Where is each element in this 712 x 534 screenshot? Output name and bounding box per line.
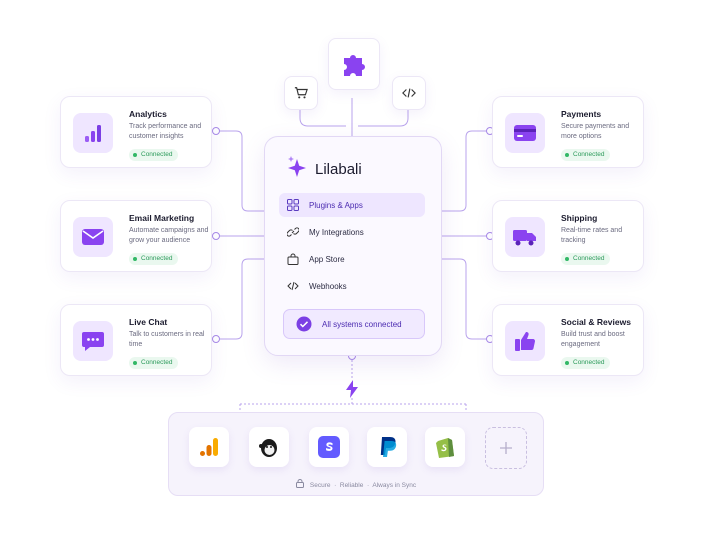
card-email-marketing[interactable]: Email Marketing Automate campaigns and g… xyxy=(60,200,212,272)
google-analytics-tile[interactable] xyxy=(189,427,229,467)
code-icon xyxy=(287,281,299,291)
lock-icon xyxy=(295,479,304,488)
bar-chart-icon xyxy=(73,113,113,153)
thumbs-up-icon xyxy=(505,321,545,361)
menu-item-label: App Store xyxy=(309,254,345,264)
menu-item-label: Webhooks xyxy=(309,281,347,291)
shopify-tile[interactable] xyxy=(425,427,465,467)
check-circle-icon xyxy=(296,316,312,332)
card-desc: Track performance and customer insights xyxy=(129,123,202,140)
menu-item-label: My Integrations xyxy=(309,227,364,237)
shopify-logo xyxy=(436,438,454,458)
card-title: Payments xyxy=(561,109,602,119)
system-status: All systems connected xyxy=(283,309,425,339)
link-icon xyxy=(287,227,299,237)
stripe-logo xyxy=(318,436,340,458)
status-badge: Connected xyxy=(129,357,179,369)
puzzle-icon xyxy=(344,55,365,76)
card-desc: Automate campaigns and grow your audienc… xyxy=(129,227,209,244)
app-brand: Lilabali xyxy=(315,161,362,178)
envelope-icon xyxy=(73,217,113,257)
paypal-tile[interactable] xyxy=(367,427,407,467)
card-title: Shipping xyxy=(561,213,598,223)
card-payments[interactable]: Payments Secure payments and more option… xyxy=(492,96,644,168)
status-badge: Connected xyxy=(129,149,179,161)
menu-item-my-integrations[interactable]: My Integrations xyxy=(279,220,425,244)
status-badge: Connected xyxy=(561,253,611,265)
connector-dot xyxy=(212,232,220,240)
chat-bubble-icon xyxy=(73,321,113,361)
status-badge: Connected xyxy=(561,149,611,161)
sparkle-logo-icon xyxy=(288,156,306,177)
code-icon xyxy=(402,88,416,98)
menu-item-label: Plugins & Apps xyxy=(309,200,363,210)
paypal-logo xyxy=(380,437,397,457)
mailchimp-tile[interactable] xyxy=(249,427,289,467)
shopping-bag-icon xyxy=(287,253,299,265)
card-desc: Real-time rates and tracking xyxy=(561,227,623,244)
status-badge: Connected xyxy=(561,357,611,369)
grid-icon xyxy=(287,199,299,211)
card-title: Live Chat xyxy=(129,317,168,327)
credit-card-icon xyxy=(505,113,545,153)
card-desc: Build trust and boost engagement xyxy=(561,331,625,348)
puzzle-node[interactable] xyxy=(328,38,380,90)
add-integration-tile[interactable] xyxy=(485,427,527,469)
integrations-tray: Secure · Reliable · Always in Sync xyxy=(168,412,544,496)
google-analytics-logo xyxy=(200,438,218,456)
card-live-chat[interactable]: Live Chat Talk to customers in real time… xyxy=(60,304,212,376)
card-desc: Talk to customers in real time xyxy=(129,331,205,348)
cart-icon xyxy=(294,87,308,99)
card-title: Email Marketing xyxy=(129,213,195,223)
mailchimp-logo xyxy=(259,439,277,457)
menu-item-app-store[interactable]: App Store xyxy=(279,247,425,271)
card-title: Analytics xyxy=(129,109,167,119)
status-badge: Connected xyxy=(129,253,179,265)
code-node[interactable] xyxy=(392,76,426,110)
app-panel: Lilabali Plugins & Apps My Integrations … xyxy=(264,136,442,356)
status-label: All systems connected xyxy=(322,319,402,329)
card-shipping[interactable]: Shipping Real-time rates and tracking Co… xyxy=(492,200,644,272)
menu-item-plugins-apps[interactable]: Plugins & Apps xyxy=(279,193,425,217)
card-social-reviews[interactable]: Social & Reviews Build trust and boost e… xyxy=(492,304,644,376)
card-analytics[interactable]: Analytics Track performance and customer… xyxy=(60,96,212,168)
card-title: Social & Reviews xyxy=(561,317,631,327)
lightning-icon xyxy=(346,380,358,398)
tray-footer: Secure · Reliable · Always in Sync xyxy=(169,479,543,489)
truck-icon xyxy=(505,217,545,257)
cart-node[interactable] xyxy=(284,76,318,110)
connector-dot xyxy=(212,335,220,343)
stripe-tile[interactable] xyxy=(309,427,349,467)
add-icon xyxy=(500,442,512,454)
menu-item-webhooks[interactable]: Webhooks xyxy=(279,274,425,298)
footer-text: Secure · Reliable · Always in Sync xyxy=(309,482,417,489)
connector-dot xyxy=(212,127,220,135)
card-desc: Secure payments and more options xyxy=(561,123,630,140)
